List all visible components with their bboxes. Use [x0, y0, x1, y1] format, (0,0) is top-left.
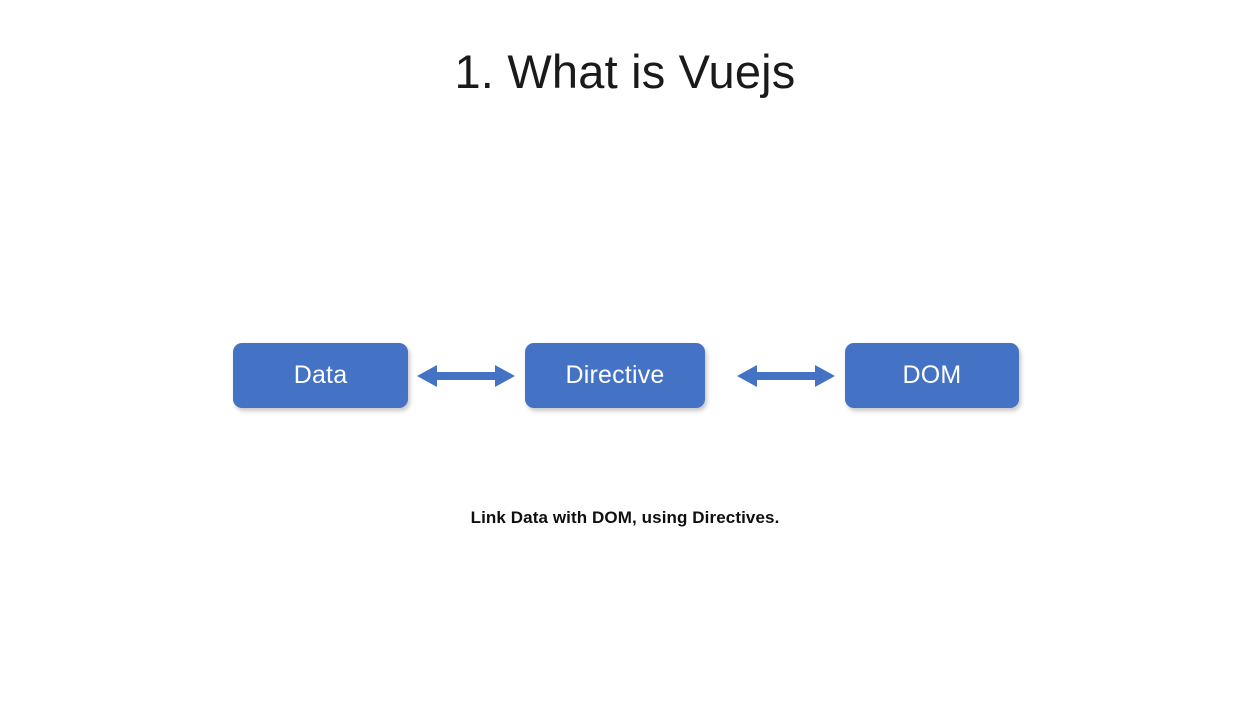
flow-box-dom[interactable]: DOM	[845, 343, 1019, 408]
double-arrow-icon	[715, 363, 835, 389]
flow-box-data-label: Data	[293, 361, 348, 389]
flow-diagram: Data Directive DOM	[233, 343, 1019, 408]
diagram-caption: Link Data with DOM, using Directives.	[470, 508, 780, 527]
page-title: 1. What is Vuejs	[454, 45, 796, 98]
flow-box-dom-label: DOM	[902, 361, 962, 389]
flow-box-directive[interactable]: Directive	[525, 343, 705, 408]
flow-box-data[interactable]: Data	[233, 343, 408, 408]
flow-box-directive-label: Directive	[565, 361, 665, 389]
double-arrow-icon	[417, 363, 515, 389]
